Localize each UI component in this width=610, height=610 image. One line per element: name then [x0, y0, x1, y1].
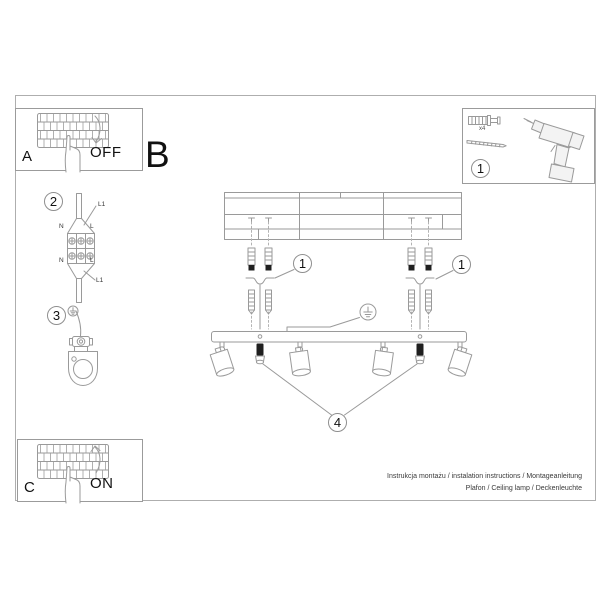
curved-arrow-up-icon: [90, 445, 101, 474]
wire-label-n-bottom: N: [59, 257, 64, 264]
terminal-block-diagram: [67, 193, 97, 303]
wire-label-l1-top: L1: [98, 201, 106, 208]
ground-symbol-icon: [359, 303, 377, 321]
fuse-box-on-illustration: [37, 444, 109, 504]
step-3-badge: 3: [47, 306, 66, 325]
hand-icon: [64, 466, 81, 504]
drill-icon: [523, 118, 585, 183]
leader-l1-top: [83, 205, 97, 226]
step-1-badge: 1: [293, 254, 312, 273]
spotlight-shade: [447, 346, 473, 377]
adjustment-knob: [255, 343, 265, 365]
parts-illustration: [466, 115, 585, 183]
leader-badge-1-right: [435, 270, 454, 280]
step-4-badge: 4: [328, 413, 347, 432]
section-b-label: B: [145, 134, 170, 175]
alignment-dashes: [251, 221, 429, 330]
wire-label-n-top: N: [59, 223, 64, 230]
ground-wire: [75, 310, 82, 337]
fuse-box-icon: [37, 444, 109, 479]
wall-plug-and-screw: [264, 247, 273, 315]
parts-box: x4 1: [462, 108, 595, 184]
mounting-spring-left: [245, 277, 275, 285]
leader-badge-4-right: [344, 363, 418, 416]
lamp-bar-drawing: [211, 331, 467, 343]
curved-arrow-down-icon: [91, 115, 102, 144]
step-1-badge: 1: [471, 159, 490, 178]
wire-funnel: [67, 218, 95, 279]
wire-label-l-bottom: L: [90, 257, 94, 264]
wall-plug-and-screw: [424, 247, 433, 315]
hand-icon: [64, 135, 81, 173]
wire-label-l-top: L: [90, 223, 94, 230]
drill-mark: [248, 217, 255, 222]
wall-plug-and-screw: [247, 247, 256, 315]
mounting-spring-right: [405, 277, 435, 285]
wire-label-l1-bottom: L1: [96, 277, 104, 284]
fuse-box-off-illustration: [37, 113, 109, 173]
wall-plug-and-screw: [407, 247, 416, 315]
screw-icon: [466, 140, 507, 148]
mounting-diagram: [209, 192, 473, 416]
power-on-panel: C ON: [17, 439, 143, 504]
leader-badge-1-left: [274, 269, 295, 279]
power-off-panel: A OFF: [15, 108, 143, 173]
step-2-badge: 2: [44, 192, 63, 211]
panel-c-label: C: [24, 479, 35, 496]
spotlight-shade: [372, 346, 394, 377]
leader-badge-4-left: [262, 363, 332, 416]
drill-mark: [425, 217, 432, 222]
footer-line-1: Instrukcja montażu / instalation instruc…: [387, 473, 582, 480]
wire-bottom: [76, 278, 82, 303]
spotlight-shade: [289, 346, 311, 377]
drill-mark: [408, 217, 415, 222]
spotlight-shade: [209, 346, 235, 377]
wire-top: [76, 193, 82, 219]
cable-clamp: [69, 336, 93, 347]
fuse-box-icon: [37, 113, 109, 148]
screw-count-label: x4: [479, 126, 486, 132]
mounting-bracket: [68, 346, 98, 386]
ground-symbol-icon: [67, 305, 79, 317]
adjustment-knob: [415, 343, 425, 365]
leader-l1-bottom: [83, 270, 96, 281]
drill-mark: [265, 217, 272, 222]
leader-ground: [286, 317, 360, 333]
wall-plug-icon: [468, 115, 501, 126]
on-label: ON: [90, 475, 114, 492]
off-label: OFF: [90, 144, 122, 161]
footer-line-2: Plafon / Ceiling lamp / Deckenleuchte: [465, 484, 582, 492]
ceiling-hook-diagram: [68, 310, 98, 386]
terminal-block: [67, 233, 95, 264]
footer-text: Instrukcja montażu / instalation instruc…: [387, 471, 582, 494]
ceiling-drawing: [224, 192, 462, 240]
step-1-badge: 1: [452, 255, 471, 274]
panel-a-label: A: [22, 148, 33, 165]
